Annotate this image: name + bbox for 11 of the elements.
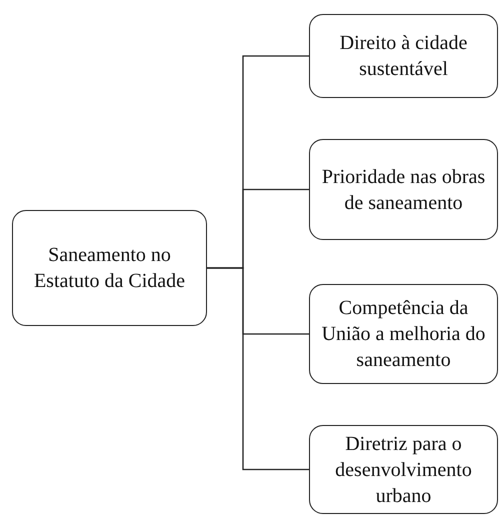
process-box: [309, 284, 498, 384]
process-box: [309, 14, 498, 98]
connector-line: [207, 267, 309, 470]
node-label: Competência da União a melhoria do saneamento: [320, 296, 486, 373]
node-label: Direito à cidade sustentável: [338, 31, 468, 82]
node-label: Diretriz para o desenvolvimento urbano: [334, 432, 473, 508]
node-label: Saneamento no Estatuto da Cidade: [32, 243, 186, 294]
process-box: [309, 139, 498, 240]
process-box: [12, 210, 207, 326]
node-label: Prioridade nas obras de saneamento: [320, 164, 486, 216]
process-box: [309, 425, 498, 514]
